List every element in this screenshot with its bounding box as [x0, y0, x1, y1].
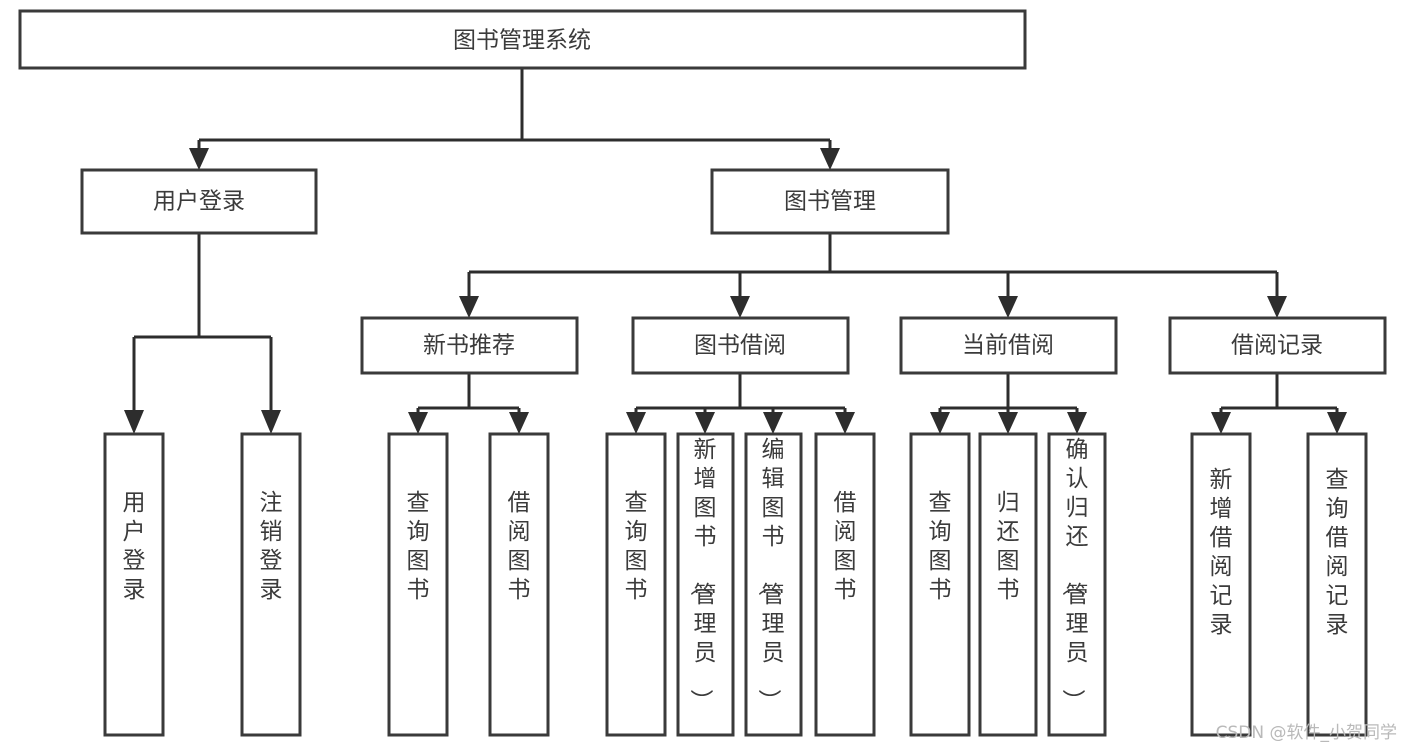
node-leaf-add-book-label: 新增图书（管理员） [688, 437, 717, 712]
arrow-to-leaf-add-record [1211, 412, 1231, 434]
node-leaf-logout-box[interactable] [240, 432, 302, 737]
node-leaf-edit-book[interactable]: 编辑图书（管理员） [744, 432, 803, 737]
node-new-book-recommend-label: 新书推荐 [423, 333, 515, 359]
node-leaf-user-login-box[interactable] [103, 432, 165, 737]
node-leaf-query-book-3-box[interactable] [909, 432, 971, 737]
node-borrow-record-box[interactable] [1168, 316, 1387, 375]
node-leaf-add-book-box[interactable] [676, 432, 735, 737]
node-borrow-record[interactable]: 借阅记录 [1168, 316, 1387, 375]
node-root[interactable]: 图书管理系统 [18, 9, 1027, 70]
node-leaf-borrow-book-2[interactable]: 借阅图书 [814, 432, 876, 737]
node-leaf-borrow-book-1[interactable]: 借阅图书 [488, 432, 550, 737]
node-leaf-add-book[interactable]: 新增图书（管理员） [676, 432, 735, 737]
arrow-to-leaf-add-book [695, 412, 715, 434]
edge-borrowrecord-to-leaves [1211, 373, 1347, 434]
arrow-to-current-borrow [998, 296, 1018, 318]
edge-bookmanage-to-level3 [459, 233, 1287, 318]
node-leaf-query-book-1-label: 查询图书 [407, 490, 430, 603]
node-leaf-return-book[interactable]: 归还图书 [978, 432, 1038, 737]
node-leaf-add-record-box[interactable] [1190, 432, 1252, 737]
node-book-manage[interactable]: 图书管理 [710, 168, 950, 235]
node-leaf-logout-label: 注销登录 [260, 490, 283, 603]
arrow-to-leaf-borrow-book-2 [835, 412, 855, 434]
node-leaf-query-book-1[interactable]: 查询图书 [387, 432, 449, 737]
node-user-login[interactable]: 用户登录 [80, 168, 318, 235]
node-leaf-logout[interactable]: 注销登录 [240, 432, 302, 737]
node-leaf-query-book-2[interactable]: 查询图书 [605, 432, 667, 737]
node-book-manage-label: 图书管理 [784, 189, 876, 215]
arrow-to-borrow-record [1267, 296, 1287, 318]
node-root-box[interactable] [18, 9, 1027, 70]
node-leaf-query-record-box[interactable] [1306, 432, 1368, 737]
node-current-borrow[interactable]: 当前借阅 [899, 316, 1118, 375]
node-leaf-edit-book-box[interactable] [744, 432, 803, 737]
node-leaf-return-book-label: 归还图书 [997, 490, 1020, 603]
node-current-borrow-label: 当前借阅 [962, 333, 1054, 359]
node-new-book-recommend[interactable]: 新书推荐 [360, 316, 579, 375]
node-book-borrow[interactable]: 图书借阅 [631, 316, 850, 375]
edge-bookborrow-to-leaves [626, 373, 855, 434]
node-leaf-borrow-book-1-box[interactable] [488, 432, 550, 737]
arrow-to-leaf-borrow-book-1 [509, 412, 529, 434]
arrow-to-book-manage [820, 148, 840, 170]
arrow-to-leaf-query-book-3 [930, 412, 950, 434]
node-leaf-confirm-return[interactable]: 确认归还（管理员） [1047, 432, 1107, 737]
arrow-to-leaf-query-record [1327, 412, 1347, 434]
node-book-manage-box[interactable] [710, 168, 950, 235]
arrow-to-leaf-logout [261, 410, 281, 434]
arrow-to-new-book-recommend [459, 296, 479, 318]
node-leaf-add-record-label: 新增借阅记录 [1210, 467, 1233, 638]
node-user-login-box[interactable] [80, 168, 318, 235]
arrow-to-leaf-query-book-2 [626, 412, 646, 434]
node-leaf-query-record-label: 查询借阅记录 [1326, 467, 1349, 638]
node-user-login-label: 用户登录 [153, 189, 245, 215]
edge-userlogin-to-leaves [124, 233, 281, 434]
node-leaf-confirm-return-box[interactable] [1047, 432, 1107, 737]
node-leaf-return-book-box[interactable] [978, 432, 1038, 737]
arrow-to-leaf-user-login [124, 410, 144, 434]
node-root-label: 图书管理系统 [453, 28, 591, 54]
csdn-watermark: CSDN @软件_小贺同学 [1215, 723, 1397, 743]
node-book-borrow-box[interactable] [631, 316, 850, 375]
node-book-borrow-label: 图书借阅 [694, 333, 786, 359]
node-leaf-query-book-2-label: 查询图书 [625, 490, 648, 603]
arrow-to-book-borrow [730, 296, 750, 318]
arrow-to-leaf-confirm-return [1067, 412, 1087, 434]
node-leaf-user-login[interactable]: 用户登录 [103, 432, 165, 737]
node-leaf-confirm-return-label: 确认归还（管理员） [1060, 437, 1089, 712]
node-leaf-borrow-book-1-label: 借阅图书 [508, 490, 531, 603]
arrow-to-leaf-query-book-1 [408, 412, 428, 434]
edge-newbook-to-leaves [408, 373, 529, 434]
node-leaf-add-record[interactable]: 新增借阅记录 [1190, 432, 1252, 737]
node-new-book-recommend-box[interactable] [360, 316, 579, 375]
node-leaf-borrow-book-2-label: 借阅图书 [834, 490, 857, 603]
node-leaf-query-book-1-box[interactable] [387, 432, 449, 737]
node-current-borrow-box[interactable] [899, 316, 1118, 375]
edges-layer [124, 68, 1347, 434]
node-leaf-user-login-label: 用户登录 [123, 490, 146, 603]
node-leaf-query-book-3[interactable]: 查询图书 [909, 432, 971, 737]
node-leaf-edit-book-label: 编辑图书（管理员） [756, 437, 785, 712]
node-leaf-borrow-book-2-box[interactable] [814, 432, 876, 737]
node-leaf-query-book-2-box[interactable] [605, 432, 667, 737]
arrow-to-user-login [189, 148, 209, 170]
edge-currentborrow-to-leaves [930, 373, 1087, 434]
arrow-to-leaf-edit-book [763, 412, 783, 434]
node-leaf-query-book-3-label: 查询图书 [929, 490, 952, 603]
arrow-to-leaf-return-book [998, 412, 1018, 434]
node-borrow-record-label: 借阅记录 [1231, 333, 1323, 359]
node-leaf-query-record[interactable]: 查询借阅记录 [1306, 432, 1368, 737]
edge-root-to-level2 [189, 68, 840, 170]
